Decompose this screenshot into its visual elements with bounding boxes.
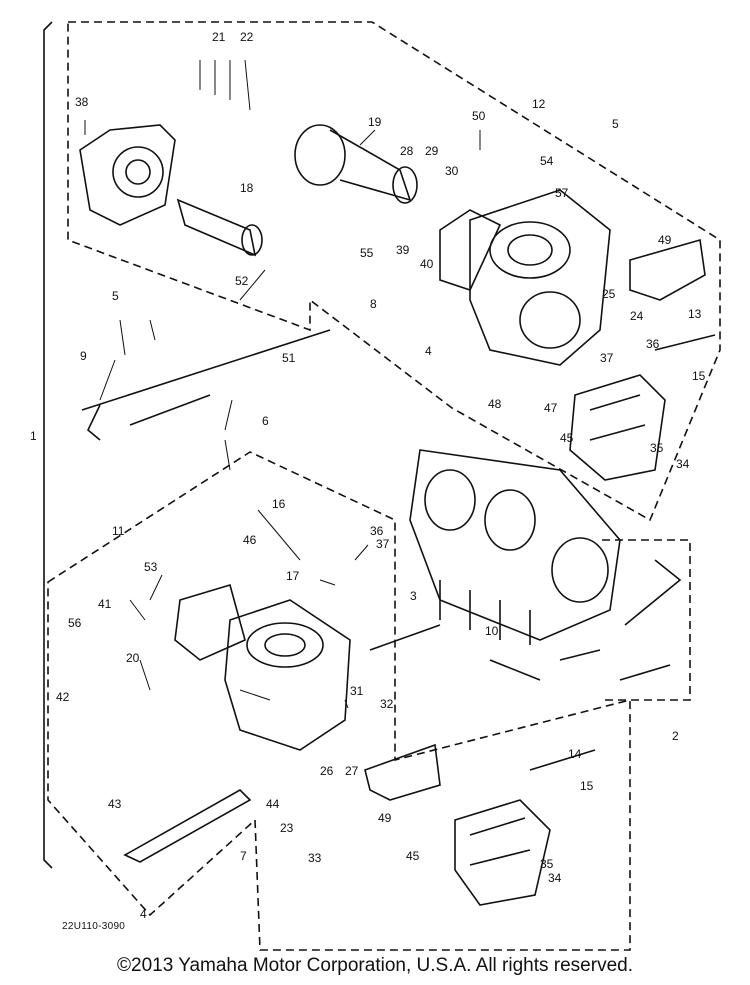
callout-39: 39: [396, 243, 410, 257]
callout-45: 45: [560, 431, 574, 445]
air-horn: [294, 124, 418, 204]
group-11-outline: [47, 451, 631, 951]
assembly-bracket: [43, 21, 53, 869]
lower-carburetor: [174, 583, 351, 751]
callout-4: 4: [425, 344, 432, 358]
drawing-code: 22U110-3090: [62, 921, 126, 932]
callout-44: 44: [266, 797, 280, 811]
callout-9: 9: [80, 349, 87, 363]
callout-8: 8: [370, 297, 377, 311]
callout-2: 2: [672, 729, 679, 743]
callout-24: 24: [630, 309, 644, 323]
callout-30: 30: [445, 164, 459, 178]
callout-25: 25: [602, 287, 616, 301]
cover-upper: [569, 374, 666, 481]
intake-cover: [79, 124, 176, 226]
callout-57: 57: [555, 186, 569, 200]
callout-16: 16: [272, 497, 286, 511]
callout-20: 20: [126, 651, 140, 665]
callout-1: 1: [30, 429, 37, 443]
callout-49: 49: [378, 811, 392, 825]
callout-6: 6: [262, 414, 269, 428]
callout-51: 51: [282, 351, 296, 365]
callout-28: 28: [400, 144, 414, 158]
callout-41: 41: [98, 597, 112, 611]
callout-36: 36: [370, 524, 384, 538]
leader-lines: [84, 59, 481, 709]
callout-21: 21: [212, 30, 226, 44]
callout-56: 56: [68, 616, 82, 630]
callout-52: 52: [235, 274, 249, 288]
callout-5: 5: [112, 289, 119, 303]
bracket-49-lower: [364, 743, 441, 801]
callout-18: 18: [240, 181, 254, 195]
group-12-outline: [67, 21, 721, 522]
callout-48: 48: [488, 397, 502, 411]
bracket-49-upper: [629, 238, 706, 301]
callout-47: 47: [544, 401, 558, 415]
hose-13: [654, 334, 716, 351]
callout-11: 11: [112, 524, 125, 538]
callout-26: 26: [320, 764, 334, 778]
upper-carburetor: [439, 189, 611, 366]
filter-element: [176, 198, 263, 257]
cover-lower: [454, 799, 551, 906]
callout-13: 13: [688, 307, 702, 321]
callout-42: 42: [56, 690, 70, 704]
hose-group: [489, 649, 601, 681]
callout-23: 23: [280, 821, 294, 835]
callout-5: 5: [612, 117, 619, 131]
callout-27: 27: [345, 764, 359, 778]
callout-54: 54: [540, 154, 554, 168]
callout-7: 7: [240, 849, 247, 863]
callout-17: 17: [286, 569, 300, 583]
callout-43: 43: [108, 797, 122, 811]
callout-45: 45: [406, 849, 420, 863]
callout-31: 31: [350, 684, 364, 698]
callout-34: 34: [548, 871, 562, 885]
callout-37: 37: [600, 351, 614, 365]
callout-3: 3: [410, 589, 417, 603]
callout-40: 40: [420, 257, 434, 271]
callout-34: 34: [676, 457, 690, 471]
callout-53: 53: [144, 560, 158, 574]
group-2-outline: [602, 539, 691, 701]
callout-33: 33: [308, 851, 322, 865]
callout-55: 55: [360, 246, 374, 260]
callout-38: 38: [75, 95, 89, 109]
callout-46: 46: [243, 533, 257, 547]
callout-49: 49: [658, 233, 672, 247]
callout-19: 19: [368, 115, 382, 129]
mount-bracket: [123, 789, 252, 863]
callout-32: 32: [380, 697, 394, 711]
callout-37: 37: [376, 537, 390, 551]
throttle-linkage: [81, 329, 331, 441]
callout-12: 12: [532, 97, 546, 111]
callout-10: 10: [485, 624, 499, 638]
callout-50: 50: [472, 109, 486, 123]
callout-29: 29: [425, 144, 439, 158]
hose-2: [619, 559, 682, 681]
callout-36: 36: [646, 337, 660, 351]
callout-15: 15: [692, 369, 706, 383]
callout-35: 35: [540, 857, 554, 871]
callout-15: 15: [580, 779, 594, 793]
callout-22: 22: [240, 30, 254, 44]
callout-14: 14: [568, 747, 582, 761]
intake-manifold: [409, 449, 621, 645]
hose-3: [369, 624, 441, 651]
callout-35: 35: [650, 441, 664, 455]
copyright-notice: ©2013 Yamaha Motor Corporation, U.S.A. A…: [117, 955, 633, 976]
hose-14: [529, 749, 596, 771]
callout-4: 4: [140, 907, 147, 921]
